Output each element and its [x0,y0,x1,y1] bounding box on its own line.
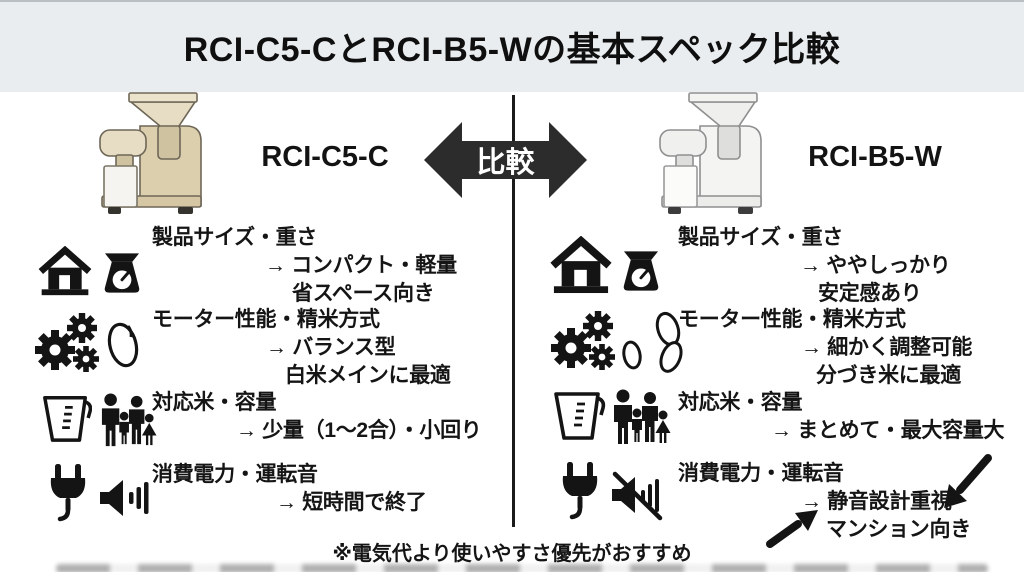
model-name-right: RCI-B5-W [808,141,942,173]
spec-detail: → バランス型 [266,336,396,359]
spec-detail: 安定感あり [818,282,922,305]
spec-detail: → 少量（1〜2合）・小回り [236,419,482,442]
measuring-cup-icon [554,392,606,440]
spec-row-power-right: 消費電力・運転音 → 静音設計重視 マンション向き [678,460,971,544]
power-plug-icon [562,462,598,520]
spec-row-size-left: 製品サイズ・重さ → コンパクト・軽量 省スペース向き [152,224,457,308]
spec-detail: マンション向き [826,518,971,541]
double-arrow-icon [424,122,587,198]
spec-title: 消費電力・運転音 [678,462,844,485]
emphasis-arrow-up-right-icon [766,510,818,548]
muted-speaker-icon [612,471,663,521]
spec-detail: → 静音設計重視 [801,490,952,513]
spec-row-motor-right: モーター性能・精米方式 → 細かく調整可能 分づき米に最適 [678,306,972,390]
spec-row-capacity-right: 対応米・容量 → まとめて・最大容量大 [678,389,1005,445]
measuring-cup-icon [43,396,92,442]
spec-detail: → コンパクト・軽量 [265,254,457,277]
footnote: ※電気代より使いやすさ優先がおすすめ [332,543,692,565]
spec-detail: 省スペース向き [292,282,435,305]
compare-arrow: 比較 [422,114,589,206]
rice-grains-icon [622,311,683,373]
compare-label: 比較 [476,147,535,179]
header-band: RCI-C5-CとRCI-B5-Wの基本スペック比較 [0,0,1024,92]
spec-title: モーター性能・精米方式 [678,308,906,331]
spec-detail: → 細かく調整可能 [801,336,973,359]
spec-detail: → まとめて・最大容量大 [771,419,1005,442]
rice-mill-left-illustration [99,92,202,214]
model-name-left: RCI-C5-C [261,141,389,173]
spec-title: 対応米・容量 [678,391,803,414]
spec-row-power-left: 消費電力・運転音 → 短時間で終了 [152,461,427,517]
gears-icon [551,311,615,370]
house-icon [550,236,612,294]
top-edge-line [0,0,1024,2]
spec-detail: → 短時間で終了 [276,491,427,514]
power-plug-icon [50,464,86,522]
house-icon [38,246,92,296]
family-icon [614,389,671,444]
spec-row-motor-left: モーター性能・精米方式 → バランス型 白米メインに最適 [152,306,451,390]
center-divider-line [512,95,515,527]
rice-grain-icon [107,322,139,368]
emphasis-arrow-down-left-icon [944,454,992,508]
gears-icon [35,313,99,372]
spec-title: 製品サイズ・重さ [678,226,843,249]
spec-row-capacity-left: 対応米・容量 → 少量（1〜2合）・小回り [152,389,482,445]
spec-title: モーター性能・精米方式 [152,308,380,331]
kitchen-scale-icon [623,251,659,291]
spec-detail: → ややしっかり [800,254,951,277]
rice-mill-right-illustration [659,92,762,214]
spec-row-size-right: 製品サイズ・重さ → ややしっかり 安定感あり [678,224,951,308]
spec-title: 消費電力・運転音 [152,463,318,486]
kitchen-scale-icon [104,253,140,293]
spec-title: 対応米・容量 [152,391,277,414]
spec-title: 製品サイズ・重さ [152,226,317,249]
family-icon [101,393,157,447]
page-title: RCI-C5-CとRCI-B5-Wの基本スペック比較 [183,30,841,69]
bottom-crop-artifact [56,564,988,572]
speaker-icon [100,480,149,516]
spec-detail: 分づき米に最適 [816,364,961,387]
spec-detail: 白米メインに最適 [285,364,451,387]
